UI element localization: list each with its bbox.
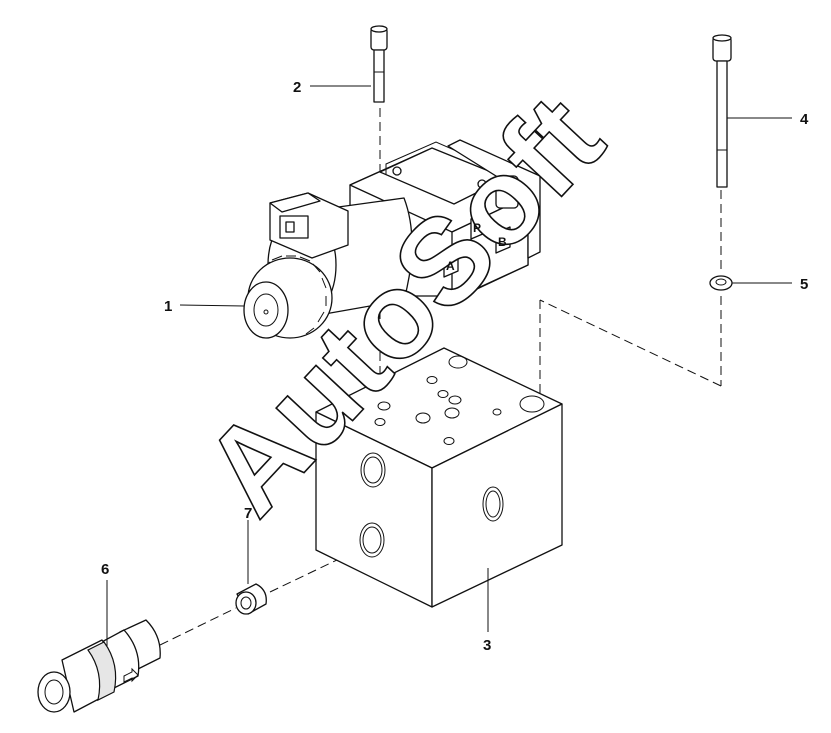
callout-4: 4 — [800, 111, 809, 128]
long-cap-screw — [712, 34, 732, 188]
washer — [709, 275, 733, 291]
manifold-block — [315, 347, 563, 608]
leader-lines — [106, 85, 792, 646]
port-letters: A P B — [446, 221, 507, 273]
callout-2: 2 — [293, 79, 301, 96]
check-valve — [37, 619, 161, 713]
callout-7: 7 — [244, 505, 252, 522]
callout-6: 6 — [101, 561, 109, 578]
plug — [235, 583, 267, 615]
callout-labels: 1 2 3 4 5 6 7 — [101, 79, 809, 654]
solenoid-valve — [243, 139, 541, 339]
callout-5: 5 — [800, 276, 808, 293]
callout-1: 1 — [164, 298, 172, 315]
port-letter-b: B — [498, 235, 507, 249]
callout-3: 3 — [483, 637, 491, 654]
port-letter-p: P — [473, 221, 481, 235]
port-letter-a: A — [446, 259, 455, 273]
short-cap-screw — [370, 25, 388, 103]
